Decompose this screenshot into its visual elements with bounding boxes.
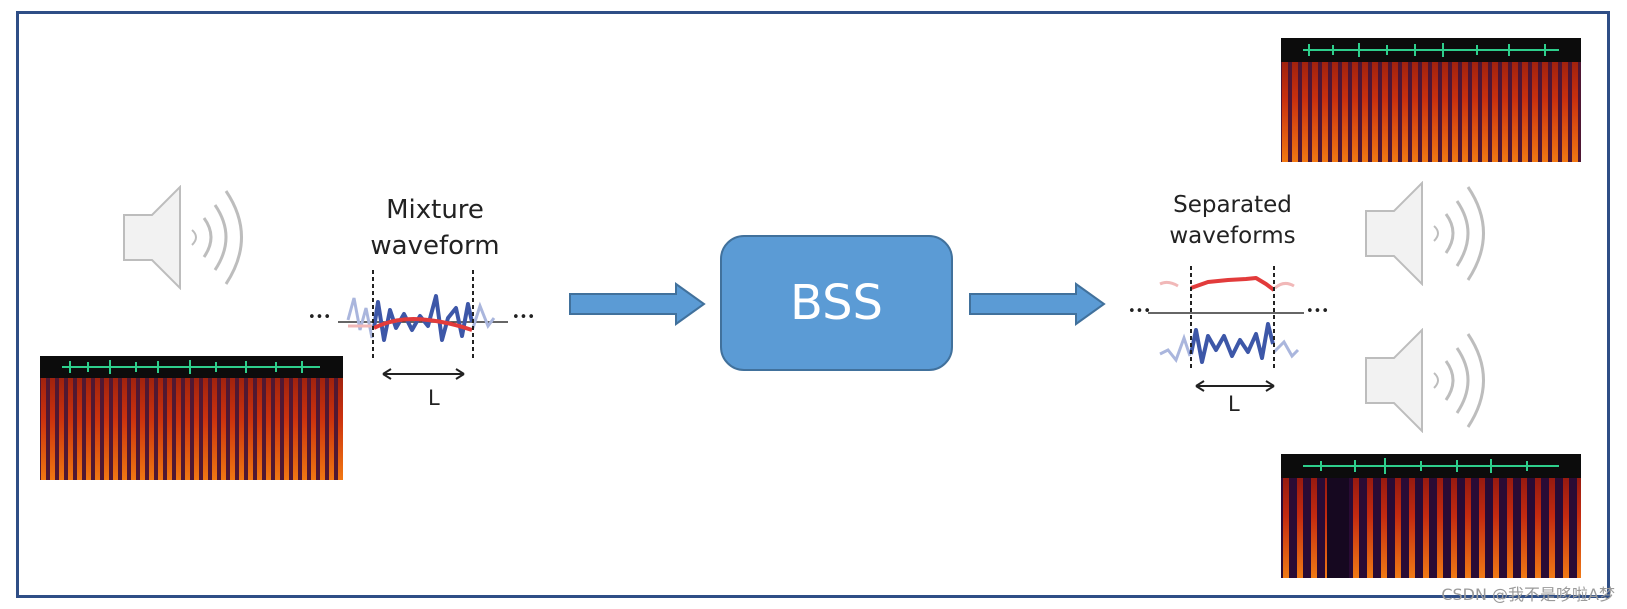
speaker-icon-input (122, 185, 257, 290)
separated-spectrogram-2 (1281, 454, 1581, 578)
mixture-window-label: L (428, 386, 440, 410)
bss-label: BSS (790, 275, 883, 331)
separated-ellipsis-right: ••• (1306, 304, 1329, 319)
speaker-icon-output-2 (1364, 328, 1499, 433)
mixture-caption-line1: Mixture (350, 192, 520, 228)
separated-caption-line1: Separated (1150, 190, 1315, 221)
separated-spectrogram-1 (1281, 38, 1581, 162)
separated-window-label: L (1228, 392, 1240, 416)
mixture-waveform (308, 268, 538, 386)
arrow-from-bss (968, 280, 1106, 328)
mixture-caption-line2: waveform (350, 228, 520, 264)
watermark: CSDN @我不是哆啦A梦 (1441, 581, 1615, 605)
speaker-icon-output-1 (1364, 181, 1499, 286)
mixture-ellipsis-left: ••• (308, 310, 331, 325)
mixture-caption: Mixture waveform (350, 192, 520, 264)
separated-waveforms (1128, 264, 1328, 404)
arrow-to-bss (568, 280, 706, 328)
separated-caption: Separated waveforms (1150, 190, 1315, 252)
mixture-spectrogram (40, 356, 343, 480)
bss-block: BSS (720, 235, 953, 371)
separated-caption-line2: waveforms (1150, 221, 1315, 252)
separated-ellipsis-left: ••• (1128, 304, 1151, 319)
mixture-ellipsis-right: ••• (512, 310, 535, 325)
